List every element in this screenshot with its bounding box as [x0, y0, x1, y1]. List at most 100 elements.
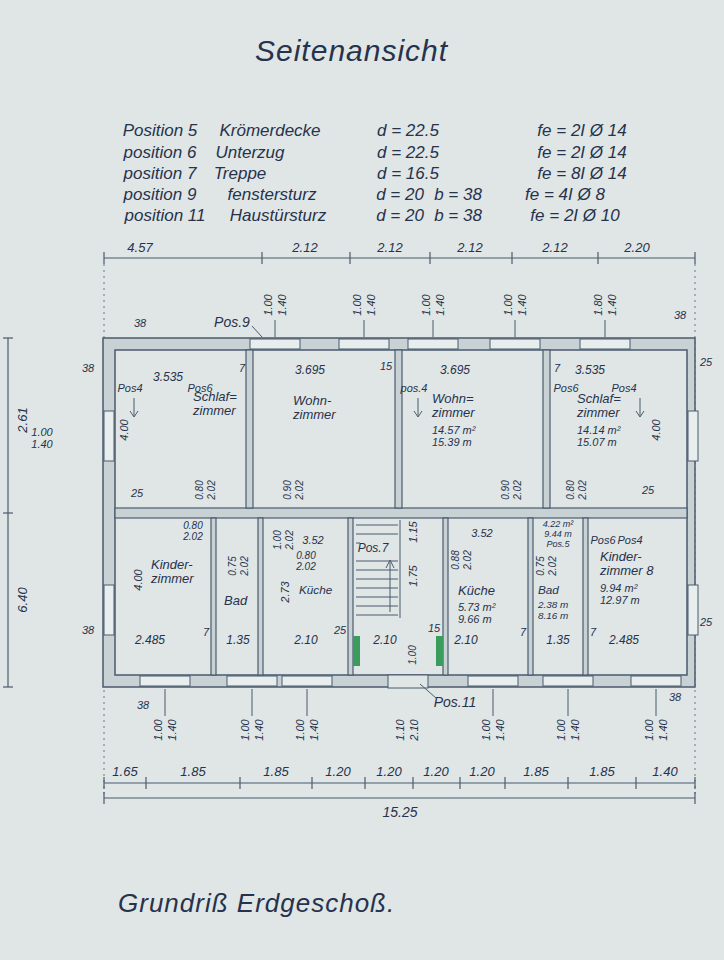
spec-text: fe = 2I Ø 14 [537, 122, 626, 139]
dimension-label: 38 [669, 692, 681, 703]
dimension-tick [3, 512, 13, 513]
dimension-label: 1.00 [503, 294, 514, 315]
dimension-label: 1.00 [556, 719, 567, 740]
dimension-label: 1.00 [263, 294, 274, 315]
dimension-label: 2.02 [578, 480, 588, 499]
dimension-label: 0.75 [536, 556, 546, 575]
dimension-label: 15.25 [382, 805, 417, 819]
leader-line [605, 320, 606, 337]
dimension-label: 4.00 [119, 419, 130, 440]
dimension-label: 1.40 [652, 765, 677, 778]
callout-number: Pos.9 [214, 315, 250, 329]
dimension-tick [504, 777, 505, 789]
window [468, 676, 518, 686]
room-text: Schlaf= zimmer [193, 390, 243, 419]
door-mark [353, 636, 360, 666]
dimension-tick [364, 777, 365, 789]
wall [583, 518, 588, 675]
room-area: 8.16 m [538, 611, 580, 622]
dimension-label: 2.12 [292, 241, 317, 254]
dimension-label: 1.00 [352, 294, 363, 315]
spec-text: fe = 4I Ø 8 [525, 186, 605, 203]
room-text: Kinder- zimmer 89.94 m²12.97 m [600, 550, 670, 606]
room-name: Wohn- zimmer [293, 394, 349, 423]
dimension-label: 2.73 [280, 581, 291, 602]
dimension-tick [412, 777, 413, 789]
spec-text: position 9 [124, 186, 197, 203]
dimension-label: 1.80 [593, 294, 604, 315]
dimension-label: 1.40 [167, 719, 178, 740]
dimension-tick [635, 777, 636, 789]
dimension-label: 2.12 [377, 241, 402, 254]
room-text: Wohn= zimmer14.57 m²15.39 m [432, 392, 494, 448]
dimension-label: 2.02 [296, 562, 315, 572]
dimension-label: 1.00 [240, 719, 251, 740]
leader-line [252, 326, 262, 337]
dimension-label: 1.00 [295, 719, 306, 740]
dimension-label: 2.485 [609, 634, 639, 646]
dimension-label: 1.40 [658, 719, 669, 740]
room-name: Schlaf= zimmer [577, 392, 641, 421]
dimension-label: 1.10 [395, 719, 406, 740]
wall [443, 518, 448, 675]
dimension-label: 2.02 [548, 556, 558, 575]
spec-text: d = 16.5 [377, 165, 439, 182]
dimension-label: 3.695 [440, 364, 470, 376]
dimension-tick [429, 252, 430, 264]
window [631, 676, 681, 686]
dimension-label: 38 [82, 625, 94, 636]
room-name: Küche [299, 584, 345, 597]
dimension-lines [3, 252, 695, 804]
room-name: Bad [224, 594, 256, 608]
dimension-label: 2.10 [454, 634, 477, 646]
dimension-label: 3.535 [575, 364, 605, 376]
leader-line [165, 689, 166, 716]
dimension-label: 7 [203, 627, 209, 638]
callout-number: Pos4 [617, 535, 642, 546]
window [543, 676, 593, 686]
leader-line [307, 689, 308, 716]
dimension-label: 9.44 m [544, 530, 572, 539]
caption: Grundriß Erdgeschoß. [118, 888, 395, 919]
spec-text: position 7 [124, 165, 197, 182]
callout-number: pos.4 [401, 383, 428, 394]
dimension-line [104, 257, 695, 258]
dimension-label: 1.00 [31, 427, 52, 438]
dimension-label: 38 [674, 310, 686, 321]
spec-text: Treppe [214, 165, 267, 182]
stair-step [356, 588, 398, 589]
window [408, 339, 458, 349]
room-area: 15.07 m [577, 436, 641, 448]
window [104, 585, 114, 635]
room-area: 12.97 m [600, 594, 670, 606]
spec-text: position 11 [125, 207, 206, 224]
dimension-label: 2.12 [457, 241, 482, 254]
dimension-label: 1.20 [423, 765, 448, 778]
dimension-label: 2.10 [373, 634, 396, 646]
wall [246, 350, 253, 508]
dimension-label: 1.40 [570, 719, 581, 740]
load-arrow-head [414, 411, 422, 417]
door-mark [436, 636, 443, 666]
dimension-label: 1.00 [153, 719, 164, 740]
room-name: Wohn= zimmer [432, 392, 494, 421]
dimension-label: 0.75 [228, 556, 238, 575]
dimension-label: 1.40 [607, 294, 618, 315]
dimension-label: 2.02 [463, 550, 473, 569]
room-area: 15.39 m [432, 436, 494, 448]
dimension-label: 4.00 [651, 419, 662, 440]
dimension-label: 2.02 [295, 480, 305, 499]
leader-line [420, 684, 436, 698]
dimension-label: 1.20 [376, 765, 401, 778]
spec-text: fe = 8I Ø 14 [537, 165, 626, 182]
dimension-label: 25 [700, 357, 712, 368]
room-name: Kinder- zimmer [151, 558, 207, 587]
room-area: 14.14 m² [577, 424, 641, 436]
spec-text: Krömerdecke [219, 122, 320, 139]
spec-text: b = 38 [434, 186, 482, 203]
staircase [356, 520, 400, 618]
dimension-label: 1.75 [408, 565, 419, 586]
dimension-label: 1.40 [517, 294, 528, 315]
dimension-label: 2.61 [16, 407, 29, 432]
